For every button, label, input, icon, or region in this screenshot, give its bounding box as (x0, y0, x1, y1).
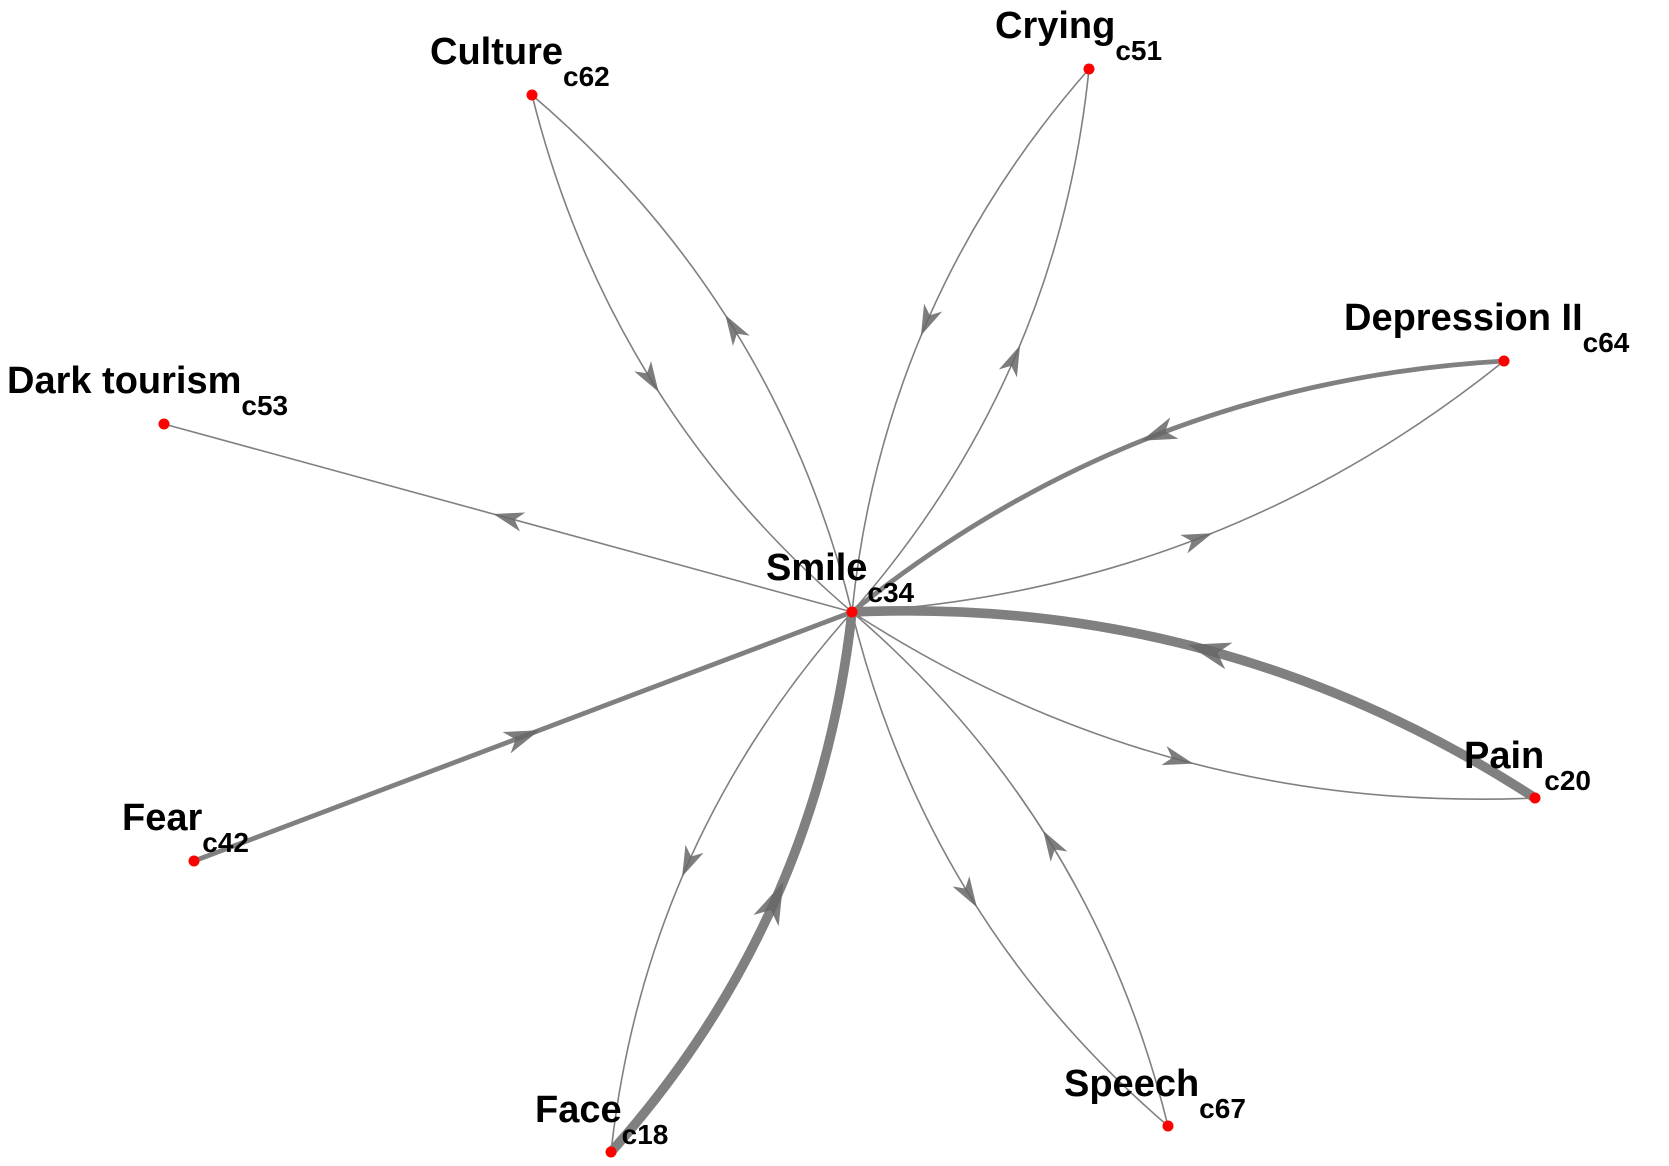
node-smile-label: Smilec34 (766, 547, 915, 608)
edge-smile-to-culture (531, 94, 853, 613)
node-pain-code: c20 (1544, 765, 1591, 796)
node-dark-tourism-label: Dark tourismc53 (7, 360, 288, 421)
arrowhead-smile-to-speech (952, 876, 977, 908)
edge-depression-to-smile (849, 358, 1507, 615)
node-dark-tourism-code: c53 (241, 390, 288, 421)
node-pain-name: Pain (1464, 735, 1544, 777)
edge-smile-to-face (610, 611, 853, 1153)
arrowhead-speech-to-smile (1043, 830, 1068, 862)
node-culture-label: Culturec62 (430, 31, 610, 92)
node-dark-tourism-dot (158, 418, 170, 430)
node-smile-name: Smile (766, 547, 867, 589)
edge-smile-to-speech (851, 611, 1169, 1127)
node-speech-name: Speech (1064, 1063, 1199, 1105)
arrowhead-smile-to-crying (998, 345, 1021, 378)
node-crying-dot (1083, 63, 1095, 75)
arrows-layer (493, 303, 1233, 927)
node-depression-label: Depression IIc64 (1344, 297, 1630, 358)
edge-smile-to-depression (851, 360, 1505, 613)
node-depression-name: Depression II (1344, 297, 1583, 339)
node-fear-dot (188, 855, 200, 867)
nodes-layer (158, 63, 1541, 1158)
node-fear-label: Fearc42 (122, 797, 249, 858)
node-crying-label: Cryingc51 (995, 5, 1162, 66)
node-fear-name: Fear (122, 797, 202, 839)
arrowhead-smile-to-depression (1180, 533, 1213, 554)
edge-face-to-smile (606, 607, 857, 1157)
node-face-name: Face (535, 1089, 622, 1131)
node-pain-dot (1529, 792, 1541, 804)
node-fear-code: c42 (202, 827, 249, 858)
node-face-label: Facec18 (535, 1089, 668, 1150)
arrowhead-smile-to-pain (1161, 746, 1194, 766)
arrowhead-fear-to-smile (502, 730, 540, 754)
node-face-code: c18 (622, 1119, 669, 1150)
node-crying-code: c51 (1115, 35, 1162, 66)
node-culture-dot (526, 89, 538, 101)
node-speech-dot (1162, 1120, 1174, 1132)
node-culture-code: c62 (563, 61, 610, 92)
node-speech-code: c67 (1199, 1093, 1246, 1124)
node-speech-label: Speechc67 (1064, 1063, 1246, 1124)
edge-smile-to-pain (851, 611, 1536, 801)
arrowhead-crying-to-smile (920, 303, 943, 336)
arrowhead-pain-to-smile (1187, 642, 1233, 670)
arrowhead-smile-to-face (682, 844, 704, 877)
node-depression-code: c64 (1583, 327, 1630, 358)
node-culture-name: Culture (430, 31, 563, 73)
node-face-dot (605, 1146, 617, 1158)
node-smile-dot (846, 606, 858, 618)
arrowhead-culture-to-smile (634, 360, 659, 393)
arrowhead-depression-to-smile (1141, 417, 1179, 441)
arrowhead-face-to-smile (753, 881, 784, 927)
edge-pain-to-smile (847, 605, 1540, 803)
edge-speech-to-smile (851, 611, 1169, 1127)
arrowhead-smile-to-culture (725, 314, 750, 347)
edge-culture-to-smile (531, 94, 853, 613)
node-pain-label: Painc20 (1464, 735, 1591, 796)
node-depression-dot (1498, 355, 1510, 367)
node-crying-name: Crying (995, 5, 1115, 47)
arrowhead-smile-to-dark-tourism (493, 512, 526, 532)
node-smile-code: c34 (867, 577, 914, 608)
node-dark-tourism-name: Dark tourism (7, 360, 241, 402)
